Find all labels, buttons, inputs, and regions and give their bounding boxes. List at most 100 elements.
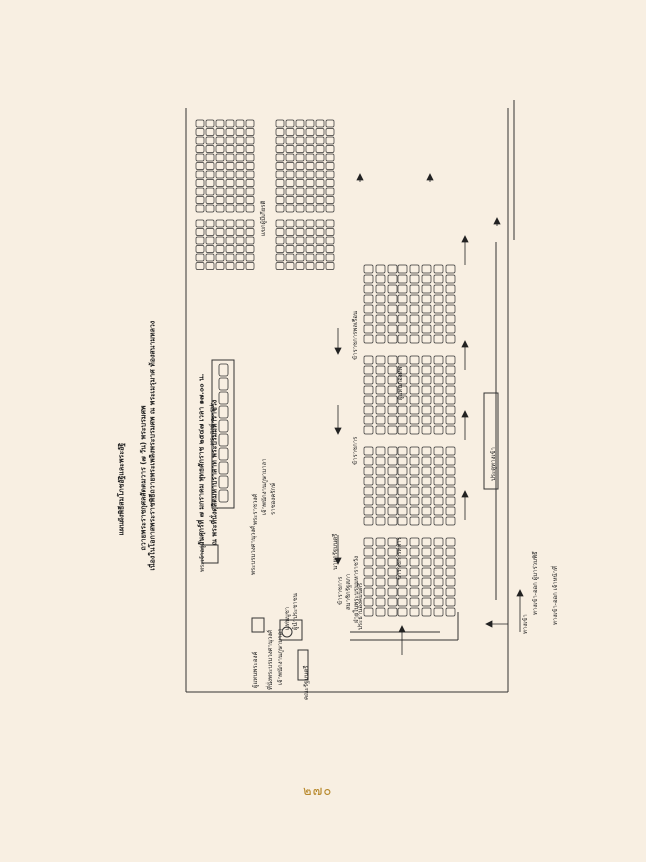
seat: [397, 597, 408, 607]
seat: [285, 253, 295, 262]
seat: [445, 597, 456, 607]
seat: [295, 128, 305, 136]
seat: [285, 187, 295, 196]
seat: [433, 375, 444, 385]
seat: [409, 567, 420, 577]
seat: [445, 284, 456, 294]
seat: [433, 456, 444, 466]
seat: [225, 204, 235, 213]
seat: [235, 153, 245, 162]
seat: [245, 162, 255, 170]
seat: [363, 375, 374, 385]
seat: [295, 228, 305, 236]
seat: [445, 516, 456, 526]
seat: [375, 516, 386, 526]
seat: [363, 405, 374, 415]
seat: [245, 145, 255, 153]
seat: [433, 405, 444, 415]
seat: [325, 253, 335, 262]
seat: [387, 334, 398, 344]
seat: [225, 162, 235, 170]
seat: [195, 219, 205, 228]
seat-grid-main: [363, 264, 456, 617]
seat: [445, 294, 456, 304]
seat: [387, 284, 398, 294]
seat: [215, 153, 225, 162]
seat: [375, 415, 386, 425]
seat-grid-guests: [195, 119, 335, 270]
seat: [235, 187, 245, 196]
seat: [375, 496, 386, 506]
seat: [387, 496, 398, 506]
seat: [409, 466, 420, 476]
left-label-k: ประธานองคมนตรี: [357, 582, 364, 630]
seat: [285, 262, 295, 270]
seat: [397, 405, 408, 415]
seat: [215, 262, 225, 270]
seat: [245, 187, 255, 196]
seat: [409, 334, 420, 344]
seat: [397, 607, 408, 617]
seat: [433, 446, 444, 456]
seat: [363, 456, 374, 466]
seat: [387, 547, 398, 557]
seat: [245, 262, 255, 270]
seat: [305, 145, 315, 153]
seat: [363, 537, 374, 547]
seat: [445, 425, 456, 435]
seat: [387, 405, 398, 415]
seat: [445, 324, 456, 334]
seat: [315, 128, 325, 136]
seat: [363, 587, 374, 597]
seat: [433, 395, 444, 405]
seat: [397, 334, 408, 344]
seat: [275, 253, 285, 262]
seat: [409, 385, 420, 395]
seat: [205, 253, 215, 262]
seat: [375, 405, 386, 415]
seat: [433, 304, 444, 314]
seat: [421, 516, 432, 526]
seat: [363, 607, 374, 617]
seat: [235, 136, 245, 145]
seat: [363, 557, 374, 567]
seat: [433, 385, 444, 395]
seat: [195, 236, 205, 245]
seat: [397, 324, 408, 334]
seat: [325, 136, 335, 145]
seat: [409, 557, 420, 567]
seat: [325, 228, 335, 236]
seat: [305, 153, 315, 162]
seat: [325, 196, 335, 204]
seat: [205, 245, 215, 253]
seat: [363, 415, 374, 425]
page-number: ๒๗๐: [303, 784, 333, 799]
seat: [205, 204, 215, 213]
seat: [397, 294, 408, 304]
seat: [433, 415, 444, 425]
seat: [375, 587, 386, 597]
seat: [315, 179, 325, 187]
left-label-f: คณะรัฐมนตรี: [303, 665, 310, 700]
seat: [225, 228, 235, 236]
seat: [285, 119, 295, 128]
seat: [305, 253, 315, 262]
seat: [363, 274, 374, 284]
seat: [245, 128, 255, 136]
seat: [195, 196, 205, 204]
seat: [409, 415, 420, 425]
seat: [387, 456, 398, 466]
seat: [397, 476, 408, 486]
seat: [305, 136, 315, 145]
seat: [363, 567, 374, 577]
seat: [235, 196, 245, 204]
seat: [433, 607, 444, 617]
seat: [397, 284, 408, 294]
seat: [433, 486, 444, 496]
seat: [275, 153, 285, 162]
seat: [409, 375, 420, 385]
seat: [421, 415, 432, 425]
seat: [205, 187, 215, 196]
seat: [235, 228, 245, 236]
seat: [433, 476, 444, 486]
